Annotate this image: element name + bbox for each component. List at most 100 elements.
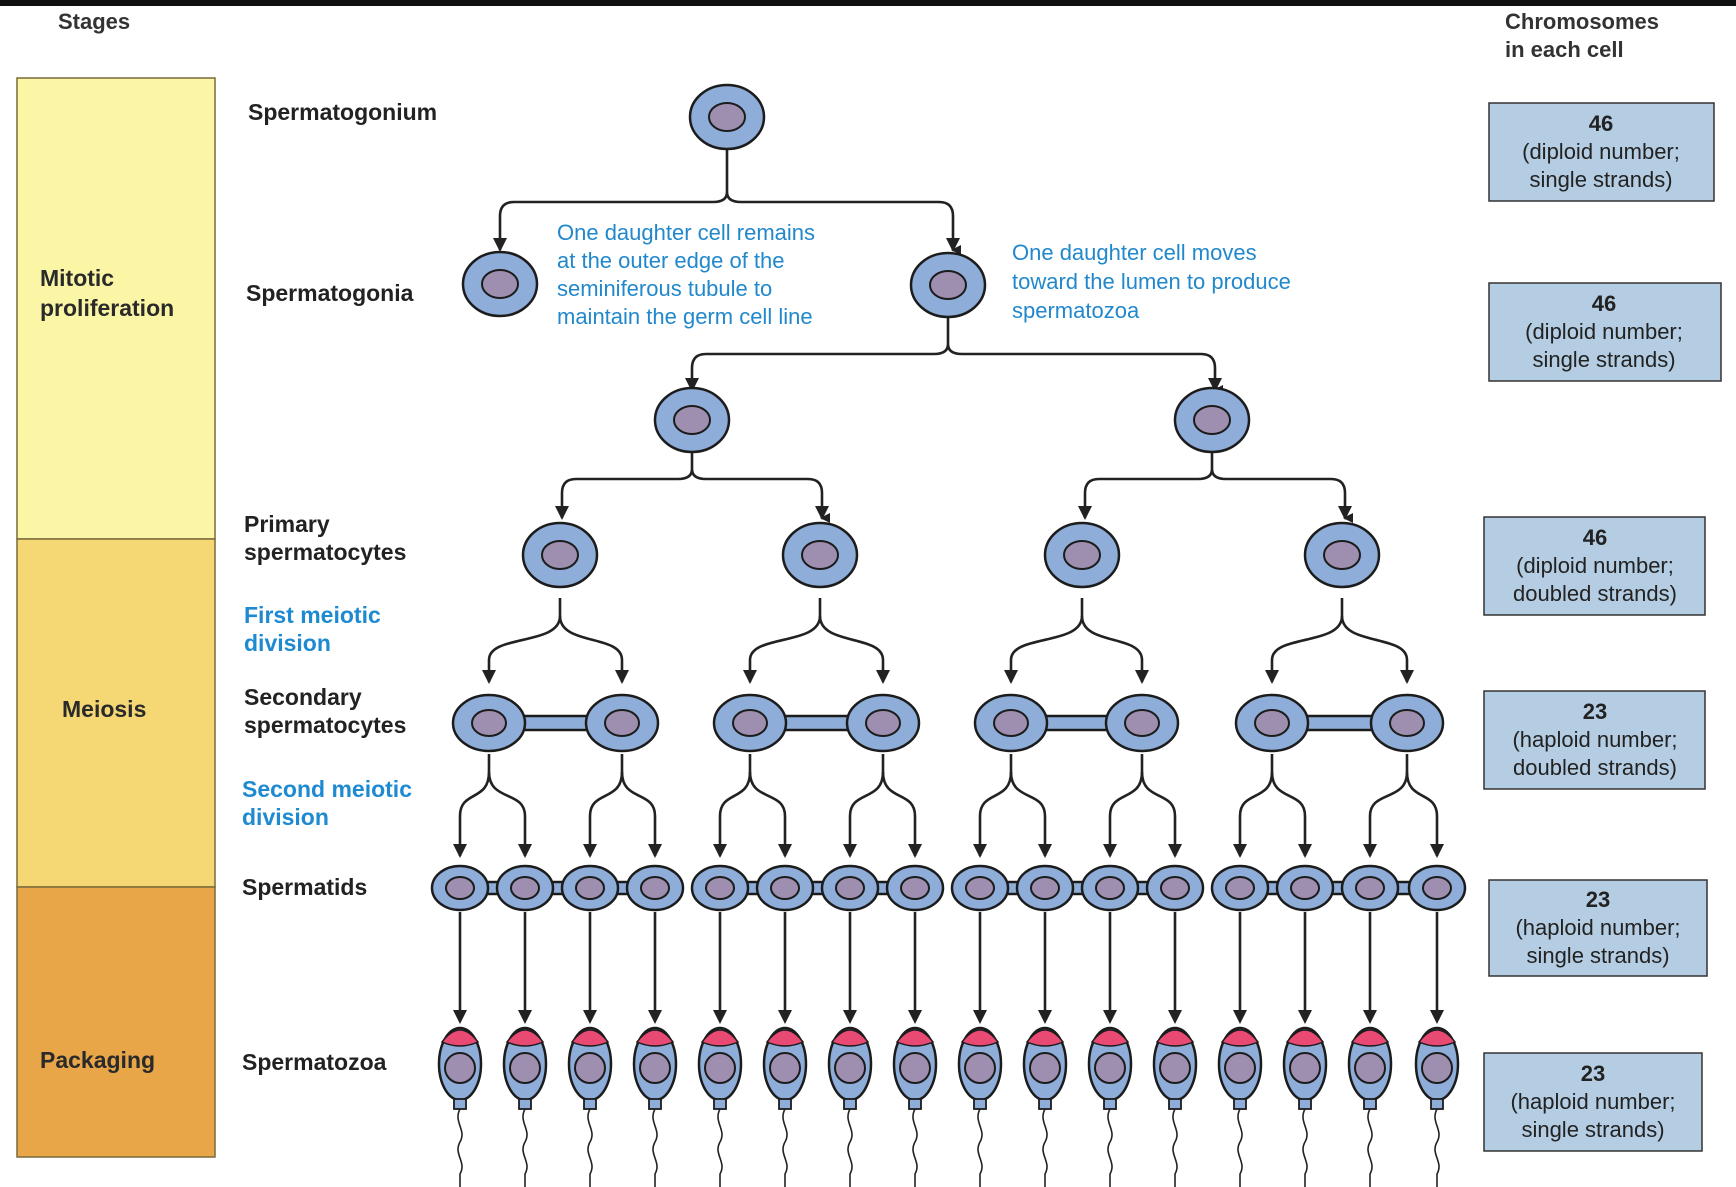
arrow-head xyxy=(1233,1010,1247,1024)
sperm-nucleus xyxy=(1289,1052,1321,1084)
sperm-midpiece xyxy=(453,1098,467,1110)
sperm-midpiece xyxy=(518,1098,532,1110)
arrow-head xyxy=(1208,378,1222,392)
fork-branch-left xyxy=(718,754,752,856)
acrosome xyxy=(1025,1029,1065,1047)
acrosome xyxy=(570,1029,610,1047)
sperm-midpiece xyxy=(1298,1098,1312,1110)
sperm-midpiece xyxy=(1103,1098,1117,1110)
sperm-tail xyxy=(522,1108,528,1187)
spermatozoon xyxy=(1414,1026,1460,1187)
sperm-tail xyxy=(1172,1108,1178,1187)
chromosome-boxes: 46 (diploid number; single strands) 46 (… xyxy=(1483,102,1722,1152)
annotation-right-line-3: spermatozoa xyxy=(1012,298,1140,323)
fork-branch-left xyxy=(487,598,562,682)
spermatozoon xyxy=(1152,1026,1198,1187)
stage-label-mitotic-2: proliferation xyxy=(40,295,174,321)
annotation-right: One daughter cell moves toward the lumen… xyxy=(1012,240,1291,323)
sperm-nucleus xyxy=(1421,1052,1453,1084)
fork-spermatogonium xyxy=(493,150,960,252)
sperm-tail xyxy=(912,1108,918,1187)
fork-path xyxy=(690,318,1215,390)
acrosome xyxy=(895,1029,935,1047)
chromosome-count: 46 xyxy=(1589,111,1613,136)
acrosome xyxy=(960,1029,1000,1047)
cell-nucleus xyxy=(1030,876,1060,900)
cell-nucleus xyxy=(445,876,475,900)
fork-branch-left xyxy=(978,754,1013,856)
chromosome-count: 23 xyxy=(1583,699,1607,724)
packaging-arrow xyxy=(1298,912,1312,1024)
stage-band-mitotic xyxy=(16,77,216,540)
packaging-arrow xyxy=(1038,912,1052,1024)
row-label-spermatogonia: Spermatogonia xyxy=(246,280,414,306)
spermatid-chain xyxy=(690,864,945,912)
spermatogonia-daughter-cell xyxy=(1173,386,1251,454)
arrow-head xyxy=(778,1010,792,1024)
cell-nucleus xyxy=(541,540,579,570)
sperm-nucleus xyxy=(1224,1052,1256,1084)
cell-nucleus xyxy=(1063,540,1101,570)
second-meiotic-fork xyxy=(453,754,532,858)
sperm-nucleus xyxy=(639,1052,671,1084)
arrow-head xyxy=(583,1010,597,1024)
fork-branch-left xyxy=(1108,754,1144,856)
arrow-head xyxy=(583,844,597,858)
packaging-arrow xyxy=(1363,912,1377,1024)
acrosome xyxy=(1285,1029,1325,1047)
arrow-head xyxy=(1103,1010,1117,1024)
fork-branch-right xyxy=(1080,615,1144,682)
acrosome xyxy=(1220,1029,1260,1047)
arrow-head xyxy=(1233,844,1247,858)
stage-label-meiosis: Meiosis xyxy=(62,696,146,722)
sperm-midpiece xyxy=(1430,1098,1444,1110)
cell-nucleus xyxy=(801,540,839,570)
chromosome-box: 46 (diploid number; single strands) xyxy=(1488,102,1715,202)
sperm-midpiece xyxy=(1038,1098,1052,1110)
chromosome-box: 46 (diploid number; single strands) xyxy=(1488,282,1722,382)
first-meiotic-fork xyxy=(743,598,890,684)
arrow-head xyxy=(1265,670,1279,684)
chromosomes-header-1: Chromosomes xyxy=(1505,9,1659,34)
sperm-nucleus xyxy=(444,1052,476,1084)
acrosome xyxy=(440,1029,480,1047)
chromosome-ploidy: (haploid number; xyxy=(1515,915,1680,940)
acrosome xyxy=(1155,1029,1195,1047)
fork-branch-left xyxy=(848,754,885,856)
row-label-primary-1: Primary xyxy=(244,511,330,537)
second-meiotic-fork xyxy=(713,754,792,858)
arrow-head xyxy=(1400,670,1414,684)
packaging-arrow xyxy=(1430,912,1444,1024)
annotation-right-line-2: toward the lumen to produce xyxy=(1012,269,1291,294)
sperm-midpiece xyxy=(1168,1098,1182,1110)
primary-spermatocyte-cell xyxy=(781,521,859,589)
spermatozoon xyxy=(1282,1026,1328,1187)
arrow-head xyxy=(908,1010,922,1024)
arrow-head xyxy=(1298,844,1312,858)
fork-branch-right xyxy=(620,771,657,856)
chromosome-ploidy: (diploid number; xyxy=(1525,319,1683,344)
cell-nucleus xyxy=(510,876,540,900)
arrow-head xyxy=(713,1010,727,1024)
sperm-nucleus xyxy=(1029,1052,1061,1084)
arrow-head xyxy=(648,1010,662,1024)
spermatid-chain xyxy=(1210,864,1467,912)
arrow-head xyxy=(453,844,467,858)
sperm-midpiece xyxy=(583,1098,597,1110)
sperm-tail xyxy=(1434,1108,1440,1187)
spermatozoon xyxy=(957,1026,1003,1187)
arrow-head xyxy=(1135,670,1149,684)
packaging-arrow xyxy=(973,912,987,1024)
row-label-secondary-2: spermatocytes xyxy=(244,712,406,738)
spermatozoon xyxy=(1217,1026,1263,1187)
cell-nucleus xyxy=(835,876,865,900)
row-label-spermatogonium: Spermatogonium xyxy=(248,99,437,125)
cell-nucleus xyxy=(770,876,800,900)
annotation-left-line-1: One daughter cell remains xyxy=(557,220,815,245)
packaging-arrow xyxy=(1233,912,1247,1024)
secondary-spermatocyte-pair xyxy=(1234,693,1445,753)
cell-nucleus xyxy=(575,876,605,900)
acrosome xyxy=(830,1029,870,1047)
sperm-tail xyxy=(847,1108,853,1187)
